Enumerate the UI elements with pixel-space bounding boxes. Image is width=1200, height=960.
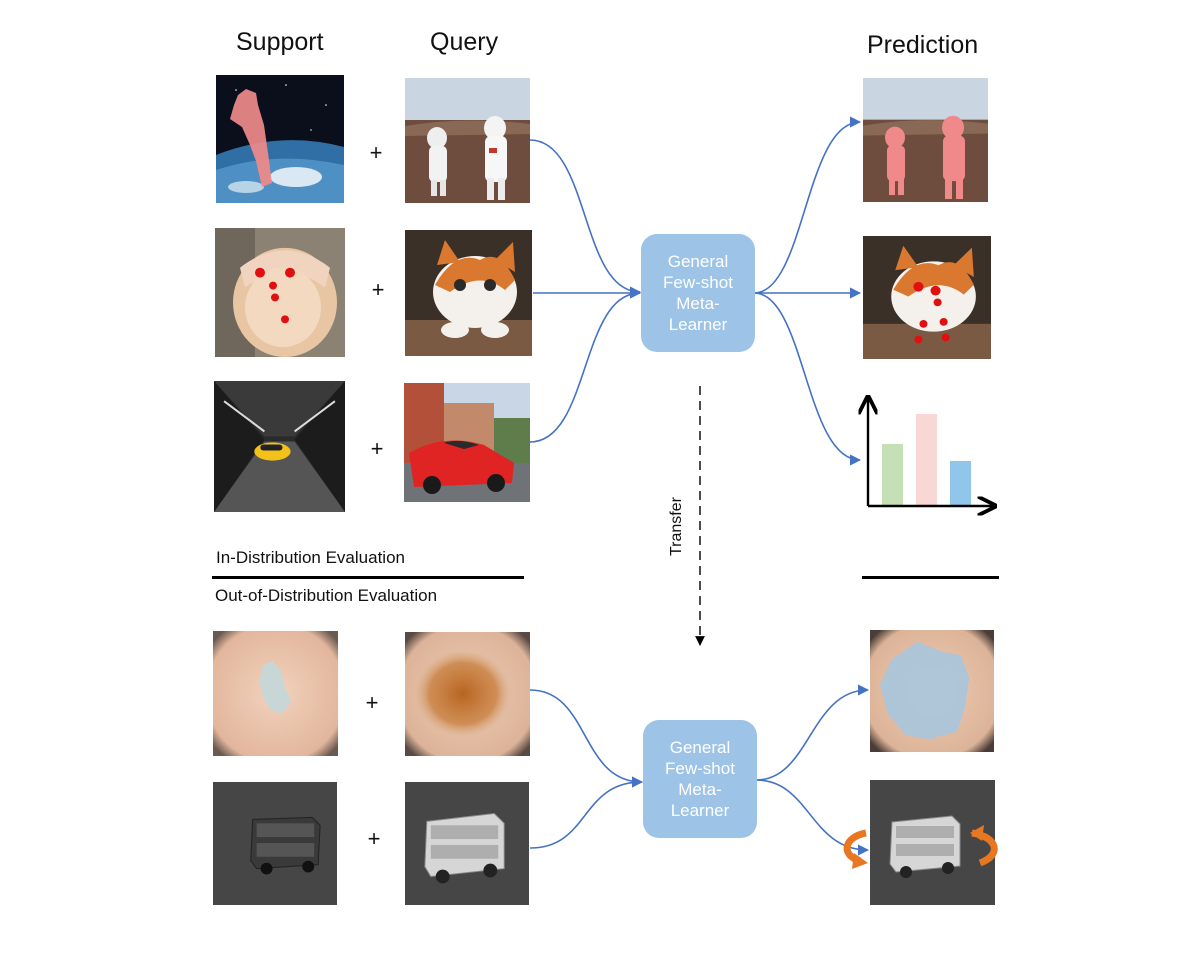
plus-sign-1: + [369, 140, 383, 165]
arrow-learner-to-pred1 [753, 116, 862, 294]
meta-learner-box-out-of-distribution: General Few-shot Meta- Learner [643, 720, 757, 838]
arrow-query5-to-learner [529, 776, 644, 849]
rotate-right-icon [970, 825, 998, 867]
section-divider-left [212, 576, 524, 579]
query-red-car-image [404, 383, 530, 502]
meta-learner-box-in-distribution: General Few-shot Meta- Learner [641, 234, 755, 352]
plus-sign-5: + [367, 826, 381, 851]
chart-bar-1 [882, 444, 903, 506]
meta-learner-label: General Few-shot Meta- Learner [663, 252, 733, 334]
query-header: Query [430, 28, 499, 56]
prediction-astronauts-segmentation [863, 78, 988, 202]
arrow-learner-to-pred4 [755, 684, 870, 781]
meta-learner-label: General Few-shot Meta- Learner [665, 738, 735, 820]
transfer-label: Transfer [668, 497, 685, 556]
prediction-cat-keypoints [863, 236, 991, 359]
out-of-distribution-label: Out-of-Distribution Evaluation [215, 586, 438, 605]
query-skin-lesion-image [405, 632, 530, 756]
support-astronaut-space-image [216, 75, 344, 203]
plus-sign-4: + [365, 690, 379, 715]
arrow-query1-to-learner [529, 139, 642, 298]
chart-bar-3 [950, 461, 971, 506]
prediction-skin-lesion-segmentation [870, 630, 994, 752]
support-cat-keypoints-image [215, 228, 345, 357]
support-bus-3d-image [213, 782, 337, 905]
in-distribution-label: In-Distribution Evaluation [216, 548, 405, 567]
arrow-query3-to-learner [529, 287, 642, 443]
support-skin-lesion-image [213, 631, 338, 756]
prediction-bus-rotation [870, 780, 995, 905]
prediction-bar-chart [855, 393, 1000, 518]
prediction-header: Prediction [867, 31, 979, 59]
plus-sign-3: + [370, 436, 384, 461]
plus-sign-2: + [371, 277, 385, 302]
chart-bar-2 [916, 414, 937, 506]
section-divider-right [862, 576, 999, 579]
query-bus-3d-image [405, 782, 529, 905]
arrow-query4-to-learner [529, 689, 644, 788]
query-astronauts-image [405, 78, 530, 203]
support-car-tunnel-image [214, 381, 345, 512]
rotate-left-icon [843, 829, 868, 869]
support-header: Support [236, 28, 324, 56]
arrow-learner-to-pred3 [753, 292, 862, 466]
query-cat-image [405, 230, 532, 356]
